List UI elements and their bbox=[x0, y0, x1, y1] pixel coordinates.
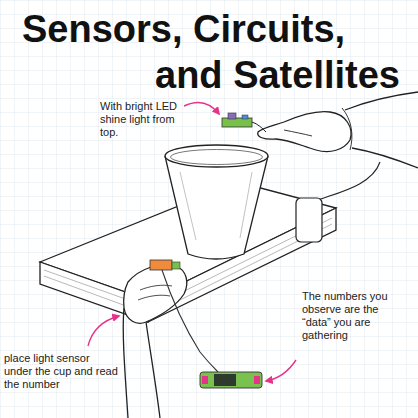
led-connector bbox=[242, 115, 248, 119]
right-hand bbox=[258, 112, 351, 152]
pointer-arrow bbox=[184, 102, 219, 114]
module-connector bbox=[254, 376, 260, 384]
left-arm bbox=[123, 308, 160, 418]
finger-lines bbox=[138, 285, 172, 300]
battery-pack bbox=[296, 198, 322, 242]
strap bbox=[318, 162, 380, 200]
page-title: Sensors, Circuits, and Satellites bbox=[22, 6, 400, 98]
hand-detail bbox=[284, 108, 352, 150]
annotation: With bright LED shine light from top. bbox=[100, 100, 192, 139]
annotation: place light sensor under the cup and rea… bbox=[4, 352, 118, 391]
cup-inner-rim bbox=[171, 150, 263, 165]
cup-body bbox=[165, 156, 268, 259]
led-light bbox=[228, 113, 236, 119]
sleeve bbox=[345, 92, 418, 168]
display-screen bbox=[214, 374, 236, 386]
number-display-module bbox=[200, 372, 262, 388]
cup-shading bbox=[180, 172, 252, 240]
pointer-arrow bbox=[266, 360, 296, 381]
module-connector bbox=[202, 376, 208, 384]
cup-rim bbox=[165, 145, 268, 167]
annotation: The numbers you observe are the “data” y… bbox=[302, 290, 398, 342]
sensor-connector bbox=[172, 262, 180, 269]
pointer-arrow bbox=[88, 316, 119, 346]
light-sensor bbox=[150, 260, 172, 270]
left-hand bbox=[124, 265, 187, 323]
led-wire bbox=[252, 122, 266, 132]
led-module bbox=[222, 118, 252, 127]
sensor-wire bbox=[162, 270, 218, 372]
